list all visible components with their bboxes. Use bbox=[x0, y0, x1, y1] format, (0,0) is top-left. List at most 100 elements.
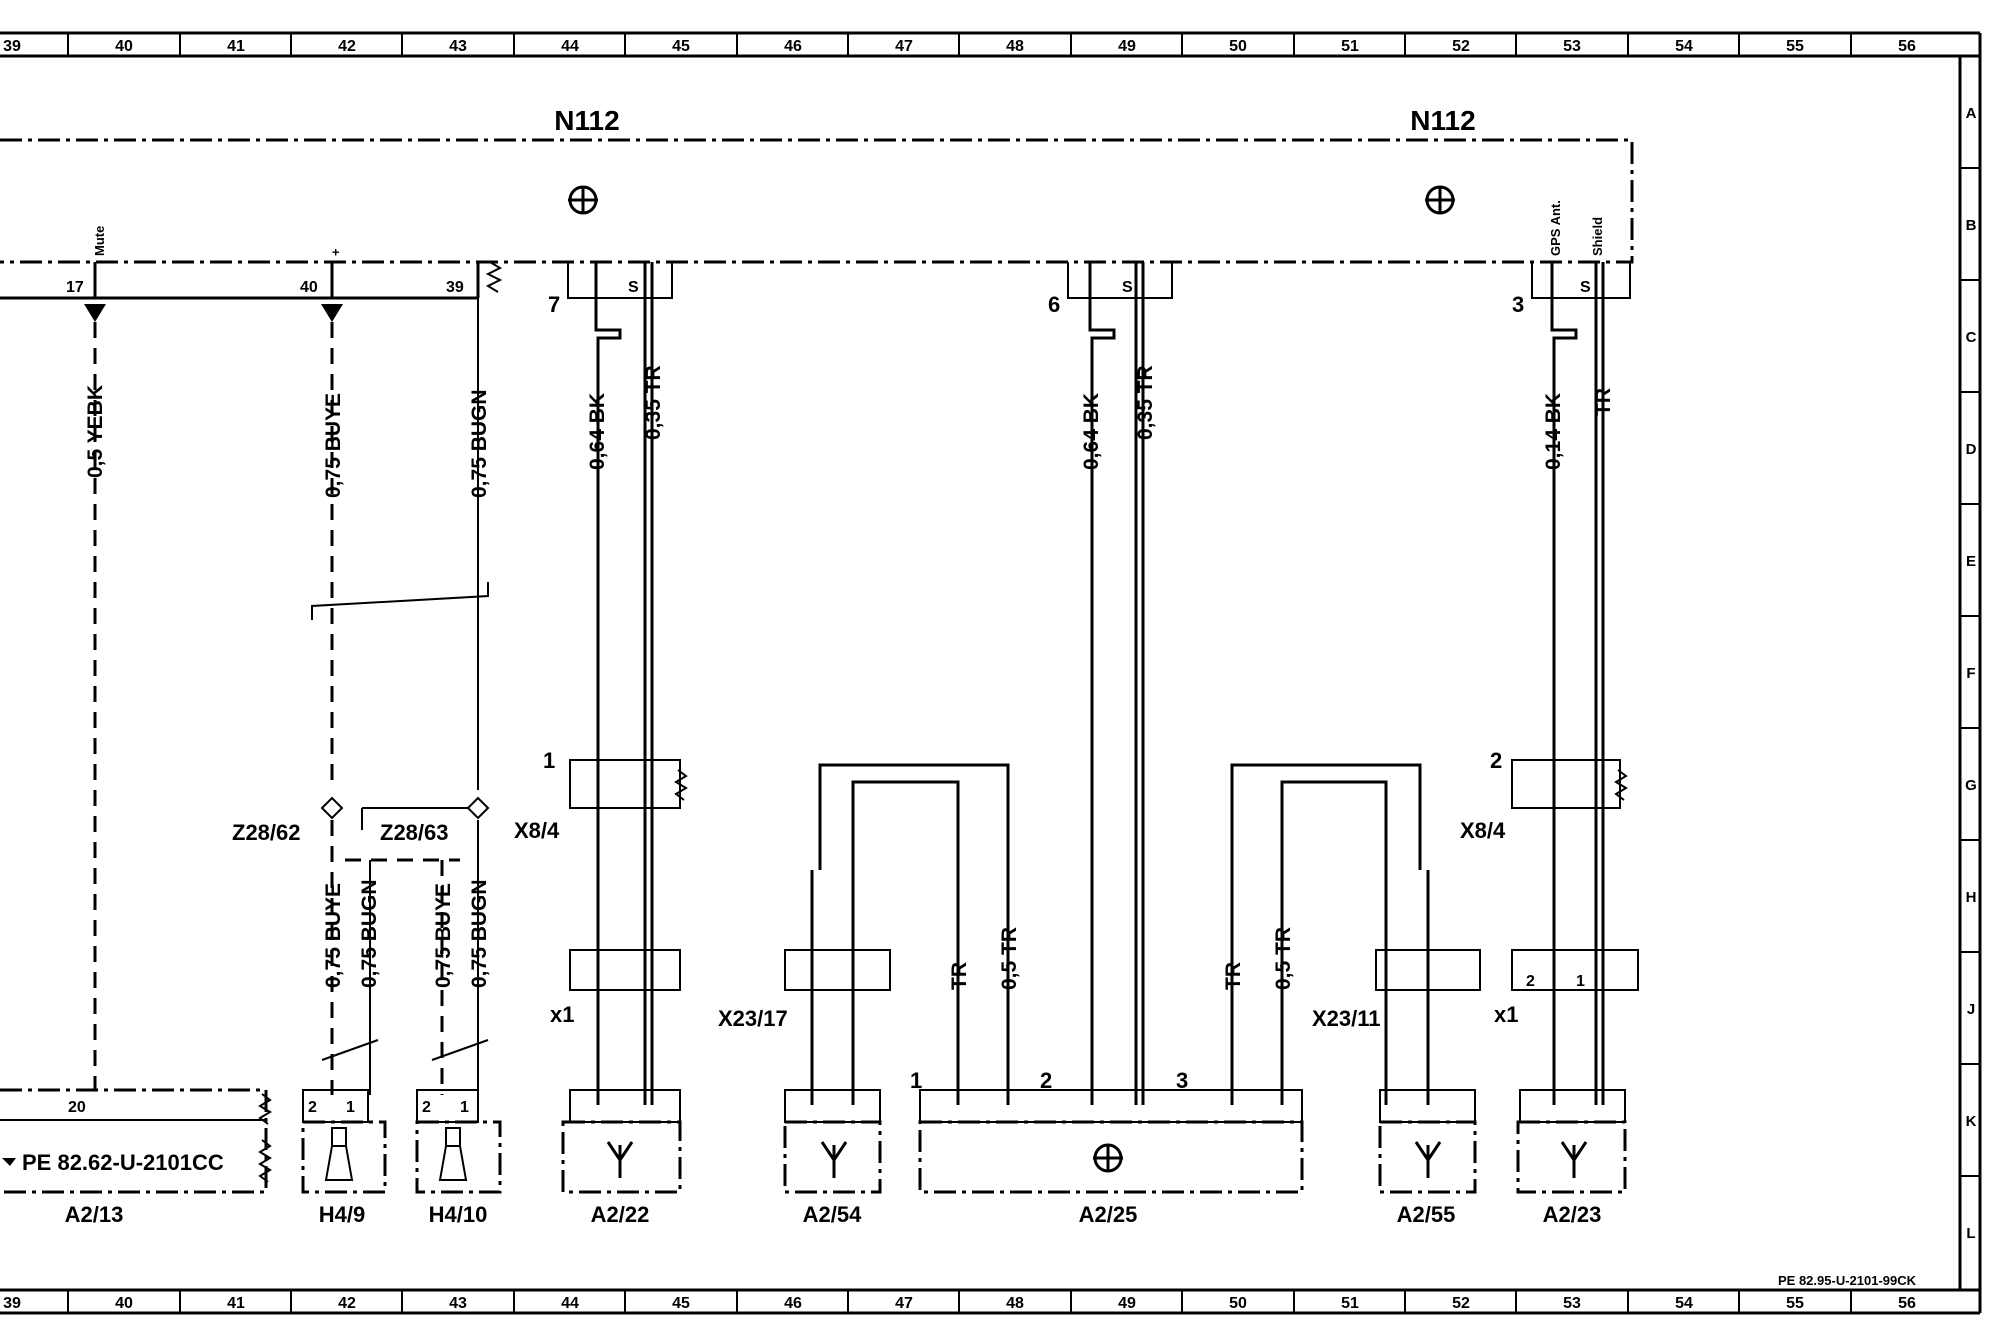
ruler-top-41: 41 bbox=[227, 38, 245, 55]
component-a2-13: 20 PE 82.62-U-2101CC A2/13 bbox=[0, 1088, 272, 1227]
pin-40: 40 bbox=[300, 279, 318, 296]
antenna-icon bbox=[820, 1141, 848, 1178]
component-h4-10: 2 1 H4/10 bbox=[415, 1089, 502, 1227]
coax-run-a2-55: X23/11 TR 0,5 TR A2/55 bbox=[1222, 763, 1481, 1227]
pin-shield-label: Shield bbox=[1590, 217, 1605, 256]
wire-label-05tr-1: 0,5 TR bbox=[998, 927, 1021, 990]
wire-label-tr-1: TR bbox=[948, 962, 971, 990]
a2-25-pin-2: 2 bbox=[1040, 1068, 1052, 1093]
wire-label-yebk: 0,5 YEBK bbox=[84, 385, 107, 478]
ruler-top-56: 56 bbox=[1898, 38, 1916, 55]
ruler-top-54: 54 bbox=[1675, 38, 1693, 55]
pin-3: 3 bbox=[1512, 292, 1524, 317]
ruler-bottom-46: 46 bbox=[784, 1295, 802, 1312]
ruler-bottom-45: 45 bbox=[672, 1295, 690, 1312]
wire-bugn: 0,75 BUGN bbox=[311, 298, 491, 790]
pin-plus-label: + bbox=[328, 248, 343, 256]
coax-run-a2-54: X23/17 TR 0,5 TR A2/54 bbox=[718, 763, 1021, 1227]
wire-label-h3: 0,75 BUYE bbox=[432, 883, 455, 988]
row-j: J bbox=[1967, 1001, 1975, 1018]
connector-z28-62: Z28/62 bbox=[232, 796, 344, 845]
ruler-bottom-41: 41 bbox=[227, 1295, 245, 1312]
antenna-amplifier-icon bbox=[1425, 185, 1455, 215]
twisted-pair-marker bbox=[431, 1039, 489, 1061]
ruler-top-53: 53 bbox=[1563, 38, 1581, 55]
label-a2-54: A2/54 bbox=[803, 1202, 862, 1227]
ruler-bottom-55: 55 bbox=[1786, 1295, 1804, 1312]
ruler-top-48: 48 bbox=[1006, 38, 1024, 55]
connector-label-x8-4-right: X8/4 bbox=[1460, 818, 1506, 843]
resistor-icon bbox=[1614, 769, 1628, 801]
component-h4-9: 2 1 H4/9 bbox=[301, 1089, 387, 1227]
ruler-bottom-49: 49 bbox=[1118, 1295, 1136, 1312]
connector-z28-63: Z28/63 bbox=[345, 796, 490, 862]
ruler-top-40: 40 bbox=[115, 38, 133, 55]
ruler-top-39: 39 bbox=[3, 38, 21, 55]
ruler-top-44: 44 bbox=[561, 38, 579, 55]
speaker-icon bbox=[438, 1127, 468, 1181]
ruler-top-47: 47 bbox=[895, 38, 913, 55]
module-label-left: N112 bbox=[554, 105, 619, 136]
ruler-bottom-53: 53 bbox=[1563, 1295, 1581, 1312]
pin-2-right: 2 bbox=[1490, 748, 1502, 773]
h4-9-pin-2: 2 bbox=[308, 1099, 317, 1116]
ruler-top-55: 55 bbox=[1786, 38, 1804, 55]
ruler-top-52: 52 bbox=[1452, 38, 1470, 55]
top-ruler: 39 40 41 42 43 44 45 46 47 48 49 50 51 5… bbox=[3, 33, 1916, 56]
a2-25-pin-1: 1 bbox=[910, 1068, 922, 1093]
reference-a2-13: PE 82.62-U-2101CC bbox=[22, 1150, 224, 1175]
row-d: D bbox=[1966, 441, 1977, 458]
pin-17: 17 bbox=[66, 279, 84, 296]
resistor-icon bbox=[674, 769, 688, 801]
wire-label-035tr-left: 0,35 TR bbox=[642, 365, 665, 440]
label-a2-22: A2/22 bbox=[591, 1202, 650, 1227]
ruler-top-42: 42 bbox=[338, 38, 356, 55]
wire-label-tr-right: TR bbox=[1592, 388, 1615, 416]
speaker-wires: 0,75 BUYE 0,75 BUGN 0,75 BUYE 0,75 BUGN bbox=[321, 820, 491, 1095]
ruler-bottom-50: 50 bbox=[1229, 1295, 1247, 1312]
label-h4-9: H4/9 bbox=[319, 1202, 365, 1227]
ruler-top-45: 45 bbox=[672, 38, 690, 55]
diagram-frame bbox=[0, 31, 1982, 1315]
ruler-top-43: 43 bbox=[449, 38, 467, 55]
ruler-top-46: 46 bbox=[784, 38, 802, 55]
row-l: L bbox=[1966, 1225, 1975, 1242]
a2-25-pin-3: 3 bbox=[1176, 1068, 1188, 1093]
connector-label-x1-left: x1 bbox=[550, 1002, 574, 1027]
ruler-top-49: 49 bbox=[1118, 38, 1136, 55]
wire-label-064bk-left: 0,64 BK bbox=[586, 393, 609, 470]
label-a2-55: A2/55 bbox=[1397, 1202, 1456, 1227]
ruler-bottom-47: 47 bbox=[895, 1295, 913, 1312]
ruler-bottom-42: 42 bbox=[338, 1295, 356, 1312]
connector-label-x23-17: X23/17 bbox=[718, 1006, 788, 1031]
ruler-bottom-51: 51 bbox=[1341, 1295, 1359, 1312]
bottom-ruler: 39 40 41 42 43 44 45 46 47 48 49 50 51 5… bbox=[3, 1290, 1916, 1313]
coax-run-a2-23: 3 S GPS Ant. Shield 0,14 BK TR 2 X8/4 x1… bbox=[1460, 200, 1639, 1227]
wire-label-05tr-2: 0,5 TR bbox=[1272, 927, 1295, 990]
module-pins-left: 17 40 39 Mute + bbox=[0, 226, 503, 300]
wire-label-h1: 0,75 BUYE bbox=[322, 883, 345, 988]
row-ruler: A B C D E F G H J K L bbox=[1960, 105, 1980, 1242]
ruler-bottom-43: 43 bbox=[449, 1295, 467, 1312]
pin-1-left: 1 bbox=[543, 748, 555, 773]
reference-arrow-icon bbox=[2, 1158, 16, 1166]
pin-6: 6 bbox=[1048, 292, 1060, 317]
module-n112: N112 N112 bbox=[0, 105, 1634, 264]
resistor-icon bbox=[258, 1093, 272, 1125]
row-a: A bbox=[1966, 105, 1977, 122]
pin-20: 20 bbox=[68, 1099, 86, 1116]
resistor-icon bbox=[485, 261, 503, 293]
wire-label-035tr-center: 0,35 TR bbox=[1134, 365, 1157, 440]
pin-mute-label: Mute bbox=[92, 226, 107, 256]
ruler-bottom-39: 39 bbox=[3, 1295, 21, 1312]
h4-10-pin-2: 2 bbox=[422, 1099, 431, 1116]
h4-9-pin-1: 1 bbox=[346, 1099, 355, 1116]
row-c: C bbox=[1966, 329, 1977, 346]
wire-label-buye: 0,75 BUYE bbox=[322, 393, 345, 498]
ruler-bottom-54: 54 bbox=[1675, 1295, 1693, 1312]
pin-39: 39 bbox=[446, 279, 464, 296]
module-label-right: N112 bbox=[1410, 105, 1475, 136]
resistor-icon bbox=[258, 1139, 272, 1183]
wire-mute: 0,5 YEBK bbox=[84, 304, 107, 1090]
